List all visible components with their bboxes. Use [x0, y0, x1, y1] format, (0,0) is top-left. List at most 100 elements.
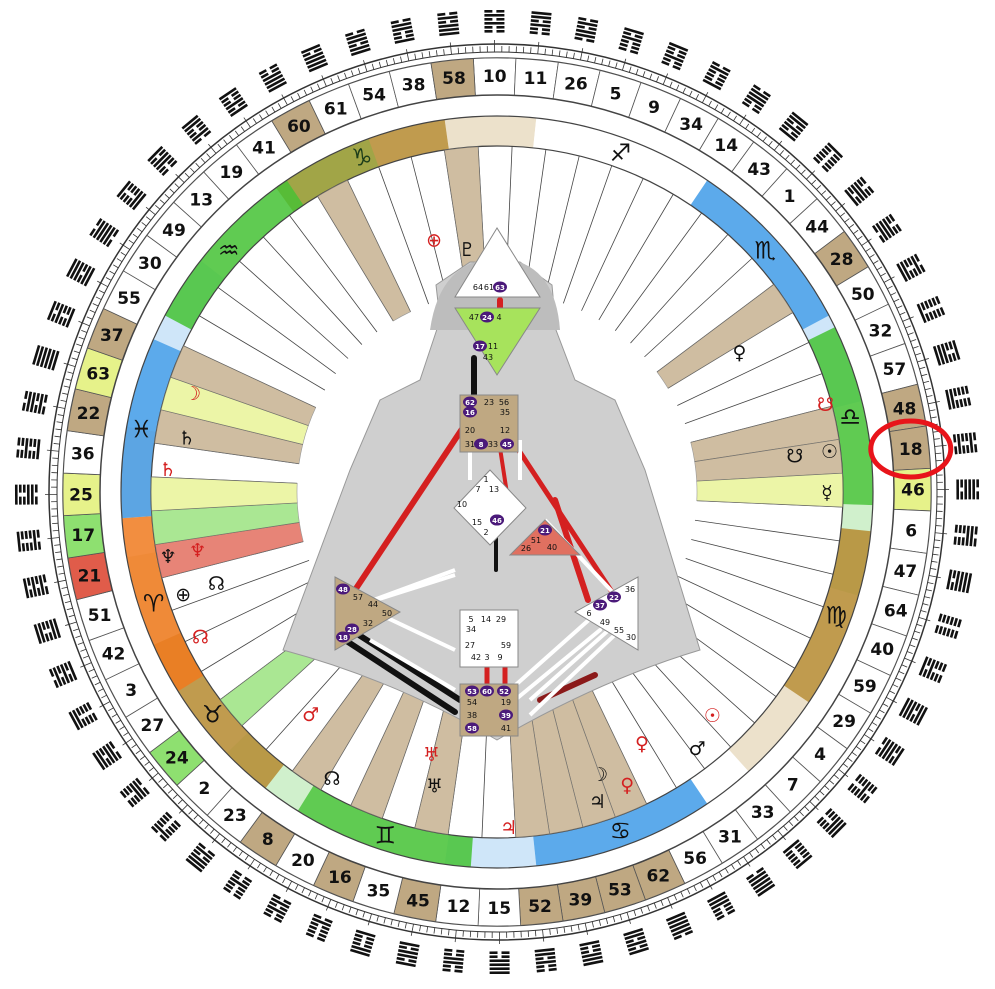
hexagram-8	[223, 869, 253, 900]
center-gate-48: 48	[338, 586, 348, 594]
activated-gate-48	[336, 583, 350, 595]
center-gate-56: 56	[499, 398, 509, 407]
center-gate-47: 47	[469, 313, 479, 322]
center-gate-46: 46	[492, 517, 502, 525]
center-gate-34: 34	[466, 625, 476, 634]
zodiac-band-10	[165, 180, 304, 330]
planet-glyph-3: ♀	[733, 342, 747, 364]
center-gate-19: 19	[501, 698, 511, 707]
hexagram-45	[395, 941, 420, 968]
center-gate-23: 23	[484, 398, 494, 407]
hexagram-47	[946, 569, 973, 594]
planet-glyph-22: ♂	[689, 738, 706, 760]
hexagram-51	[33, 618, 62, 644]
zodiac-glyph-10: ♒	[218, 236, 240, 264]
activated-gate-58	[465, 722, 479, 734]
hexagram-53	[623, 927, 649, 956]
planet-ray-46	[696, 472, 844, 508]
gate-label-56: 56	[683, 849, 707, 869]
hexagram-49	[116, 180, 147, 211]
gate-label-5: 5	[610, 84, 622, 104]
hexagram-23	[185, 842, 216, 873]
center-gate-32: 32	[363, 619, 373, 628]
activated-gate-52	[497, 685, 511, 697]
planet-glyphs: ♇♇⊕♀☋☋☉☿☽♄♄♆♆⊕☊☊♂♅♅♃♃☉♂♀♀☽☊	[159, 230, 838, 839]
center-gate-21: 21	[540, 527, 550, 535]
center-gate-18: 18	[338, 634, 348, 642]
gate-18-highlight	[868, 418, 954, 480]
planet-glyph-25: ☽	[591, 764, 608, 786]
hexagram-31	[746, 866, 776, 897]
zodiac-glyph-0: ♑	[351, 143, 373, 171]
hexagram-17	[16, 529, 42, 552]
planet-glyph-18: ♅	[426, 775, 443, 797]
hexagram-58	[437, 11, 460, 37]
center-gate-41: 41	[501, 724, 511, 733]
planet-ray-60	[317, 179, 411, 322]
hexagram-25	[14, 484, 38, 505]
center-gate-59: 59	[501, 641, 511, 650]
gate-label-51: 51	[88, 606, 112, 626]
gate-label-10: 10	[483, 67, 507, 87]
planet-glyph-23: ♀	[635, 733, 649, 755]
gate-label-62: 62	[646, 866, 670, 886]
gate-label-18: 18	[899, 440, 923, 460]
gate-label-28: 28	[830, 250, 854, 270]
hexagram-18	[952, 432, 978, 455]
center-gate-30: 30	[626, 633, 636, 642]
zodiac-band-2	[690, 180, 829, 330]
center-gate-7: 7	[475, 485, 480, 494]
center-gate-15: 15	[472, 518, 482, 527]
channel-8	[342, 637, 458, 715]
gate-label-47: 47	[894, 562, 918, 582]
hexagram-37	[46, 300, 76, 328]
gate-label-34: 34	[679, 115, 703, 135]
heart-center	[508, 519, 582, 556]
hexagram-63	[32, 345, 60, 371]
planet-glyph-5: ☋	[786, 445, 803, 467]
zodiac-band-3	[807, 327, 873, 506]
gate-label-45: 45	[406, 891, 430, 911]
gate-label-61: 61	[324, 100, 348, 120]
gate-label-54: 54	[362, 86, 386, 106]
g-center	[453, 469, 527, 546]
hexagram-ring	[14, 9, 980, 975]
center-gate-8: 8	[479, 441, 484, 449]
hexagram-50	[896, 253, 926, 283]
hexagram-2	[150, 811, 182, 842]
center-gate-29: 29	[496, 615, 506, 624]
center-gate-14: 14	[481, 615, 491, 624]
planet-glyph-6: ☉	[821, 441, 838, 463]
gate-label-44: 44	[805, 217, 829, 237]
center-gate-27: 27	[465, 641, 475, 650]
gate-label-43: 43	[747, 160, 771, 180]
planet-glyph-20: ♃	[589, 791, 606, 813]
hexagram-32	[916, 295, 946, 324]
center-gate-24: 24	[482, 314, 492, 322]
activated-gate-45	[500, 438, 514, 450]
activated-gate-18	[336, 631, 350, 643]
center-gate-52: 52	[499, 688, 509, 696]
hexagram-11	[529, 11, 552, 36]
hexagram-28	[871, 213, 902, 243]
hexagram-36	[16, 437, 41, 460]
center-gate-5: 5	[468, 615, 473, 624]
gate-label-58: 58	[442, 69, 466, 89]
hexagram-64	[934, 613, 962, 639]
channel-w-5	[528, 618, 622, 702]
planet-glyph-26: ☊	[324, 768, 341, 790]
center-gate-4: 4	[496, 313, 501, 322]
center-gate-35: 35	[500, 408, 510, 417]
hexagram-33	[782, 839, 813, 870]
gate-label-40: 40	[870, 640, 894, 660]
hexagram-44	[844, 176, 875, 207]
center-gate-55: 55	[614, 626, 624, 635]
center-gate-17: 17	[475, 343, 485, 351]
hexagram-57	[932, 340, 961, 366]
center-gate-64: 64	[473, 283, 483, 292]
hexagram-55	[66, 258, 96, 287]
hexagram-22	[21, 390, 48, 415]
activated-gate-39	[499, 709, 513, 721]
center-gate-28: 28	[347, 626, 357, 634]
planet-glyph-24: ♀	[620, 774, 634, 796]
